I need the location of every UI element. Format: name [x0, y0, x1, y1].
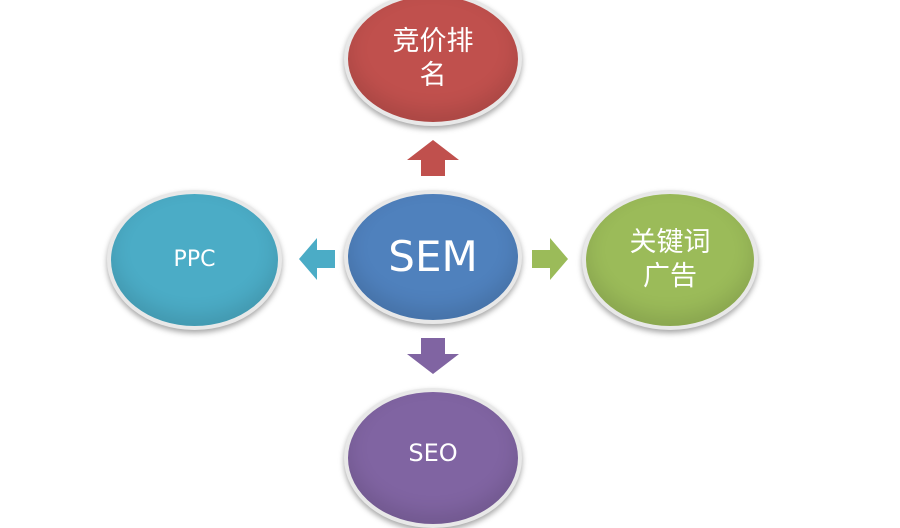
node-label: 竞价排 — [392, 26, 474, 58]
node-label: 广告 — [643, 261, 697, 292]
arrow-down-icon — [407, 338, 459, 374]
node-label: 关键词 — [629, 227, 711, 259]
arrow-left-icon — [299, 238, 335, 280]
arrow-right-icon — [532, 238, 568, 280]
arrow-up-icon — [407, 140, 459, 176]
node-bottom-seo: SEO — [344, 388, 522, 528]
node-label: SEO — [408, 439, 458, 467]
node-label: SEM — [388, 231, 478, 281]
node-top-bidding-ranking: 竞价排名 — [344, 0, 522, 126]
node-center-sem: SEM — [344, 190, 522, 324]
node-label: 名 — [419, 60, 447, 91]
node-label: PPC — [173, 247, 216, 273]
node-right-keyword-ads: 关键词广告 — [582, 190, 758, 330]
node-left-ppc: PPC — [107, 190, 282, 330]
